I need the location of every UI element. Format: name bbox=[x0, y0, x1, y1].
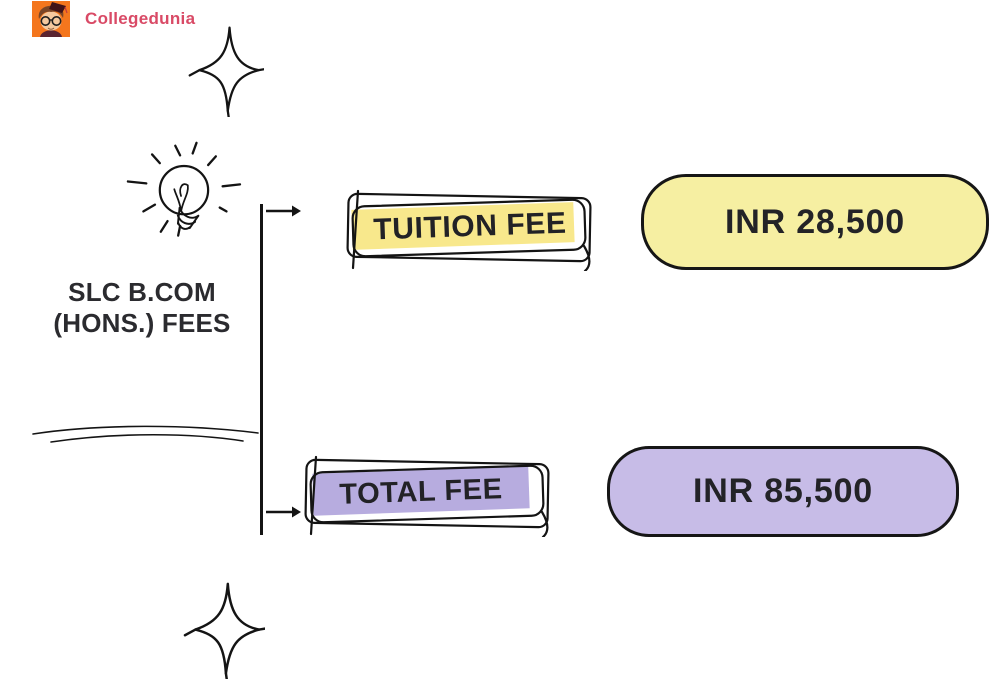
sparkle-icon bbox=[183, 582, 265, 679]
underline-curve bbox=[32, 425, 259, 443]
total-fee-amount-pill: INR 85,500 bbox=[607, 446, 959, 537]
mascot-icon bbox=[38, 2, 68, 37]
title-line2: (HONS.) FEES bbox=[53, 308, 231, 338]
sparkle-icon bbox=[188, 26, 264, 117]
arrow-right-icon bbox=[266, 506, 301, 518]
tuition-fee-label-box: TUITION FEE bbox=[338, 186, 603, 274]
page-title: SLC B.COM (HONS.) FEES bbox=[18, 277, 266, 339]
lightbulb-icon bbox=[126, 141, 242, 237]
branch-line bbox=[260, 204, 263, 535]
sketch-frame-icon bbox=[304, 455, 550, 537]
total-fee-amount: INR 85,500 bbox=[693, 472, 873, 510]
arrow-right-icon bbox=[266, 205, 301, 217]
brand-name: Collegedunia bbox=[85, 9, 196, 28]
total-fee-label-box: TOTAL FEE bbox=[296, 452, 561, 540]
sketch-frame-icon bbox=[346, 189, 592, 271]
tuition-fee-amount-pill: INR 28,500 bbox=[641, 174, 989, 270]
collegedunia-logo-icon bbox=[32, 1, 70, 37]
tuition-fee-amount: INR 28,500 bbox=[725, 202, 905, 241]
title-line1: SLC B.COM bbox=[68, 277, 216, 307]
